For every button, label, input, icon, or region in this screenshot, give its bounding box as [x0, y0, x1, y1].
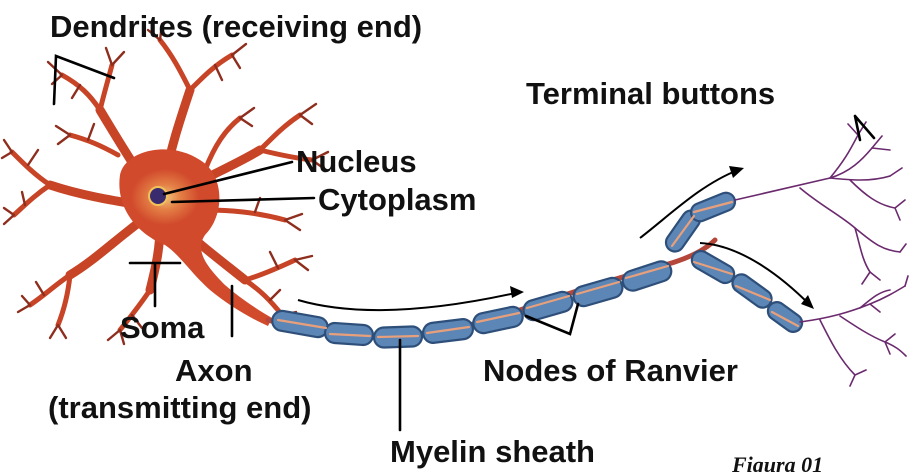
label-axon-subtitle: (transmitting end)	[48, 390, 312, 425]
label-soma: Soma	[120, 310, 205, 345]
label-nucleus: Nucleus	[296, 144, 417, 179]
figure-caption: Figura 01	[731, 452, 823, 472]
label-axon: Axon	[175, 353, 253, 388]
label-myelin-sheath: Myelin sheath	[390, 434, 595, 469]
axon-terminals	[735, 122, 908, 386]
label-terminal-buttons: Terminal buttons	[526, 76, 775, 111]
nucleus-shape	[149, 187, 167, 205]
label-dendrites: Dendrites (receiving end)	[50, 9, 422, 44]
label-nodes-of-ranvier: Nodes of Ranvier	[483, 353, 738, 388]
label-cytoplasm: Cytoplasm	[318, 182, 476, 217]
